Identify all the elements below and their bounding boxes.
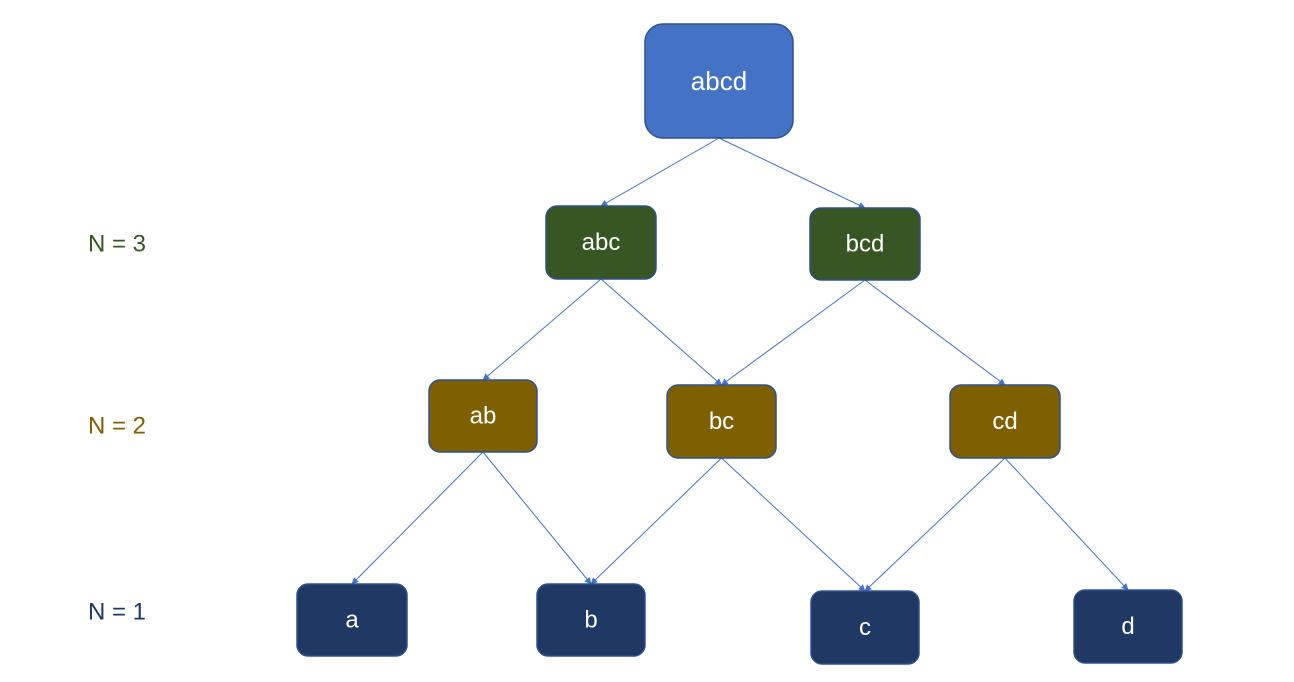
node-bc: bc <box>666 384 777 459</box>
edge-cd-to-d <box>1004 457 1129 591</box>
node-c: c <box>810 590 920 665</box>
node-label-abcd: abcd <box>691 66 747 96</box>
node-label-d: d <box>1121 613 1134 640</box>
node-label-ab: ab <box>470 403 497 430</box>
node-d: d <box>1073 589 1183 664</box>
node-label-abc: abc <box>582 229 621 256</box>
edge-abc-to-ab <box>482 278 602 381</box>
node-label-b: b <box>584 607 597 634</box>
node-box-d <box>1073 589 1183 664</box>
node-box-b <box>536 583 646 657</box>
node-bcd: bcd <box>809 207 921 281</box>
edge-ab-to-a <box>351 451 484 585</box>
edge-abc-to-bc <box>600 278 723 386</box>
node-box-a <box>296 583 408 657</box>
level-label-n2: N = 2 <box>88 413 146 440</box>
edge-bcd-to-cd <box>864 279 1006 386</box>
node-label-bcd: bcd <box>846 231 885 258</box>
node-box-abcd <box>644 23 794 139</box>
edge-cd-to-c <box>864 457 1006 592</box>
edge-abcd-to-abc <box>600 137 720 207</box>
edge-abcd-to-bcd <box>718 137 866 209</box>
node-box-bc <box>666 384 777 459</box>
edge-bc-to-b <box>590 457 722 585</box>
node-label-a: a <box>345 607 359 634</box>
node-label-c: c <box>859 614 871 641</box>
node-box-abc <box>545 205 657 280</box>
edge-bc-to-c <box>721 457 866 592</box>
edge-bcd-to-bc <box>720 279 866 386</box>
node-label-cd: cd <box>992 408 1017 435</box>
level-label-n3: N = 3 <box>88 231 146 258</box>
node-cd: cd <box>949 384 1061 459</box>
node-b: b <box>536 583 646 657</box>
node-abc: abc <box>545 205 657 280</box>
level-label-n1: N = 1 <box>88 599 146 626</box>
level-labels: N = 3 N = 2 N = 1 <box>88 231 146 626</box>
node-box-c <box>810 590 920 665</box>
node-box-ab <box>428 379 538 453</box>
node-box-cd <box>949 384 1061 459</box>
edge-ab-to-b <box>482 451 592 585</box>
node-label-bc: bc <box>709 408 734 435</box>
node-box-bcd <box>809 207 921 281</box>
node-ab: ab <box>428 379 538 453</box>
edges-layer <box>351 137 1129 592</box>
node-a: a <box>296 583 408 657</box>
node-abcd: abcd <box>644 23 794 139</box>
